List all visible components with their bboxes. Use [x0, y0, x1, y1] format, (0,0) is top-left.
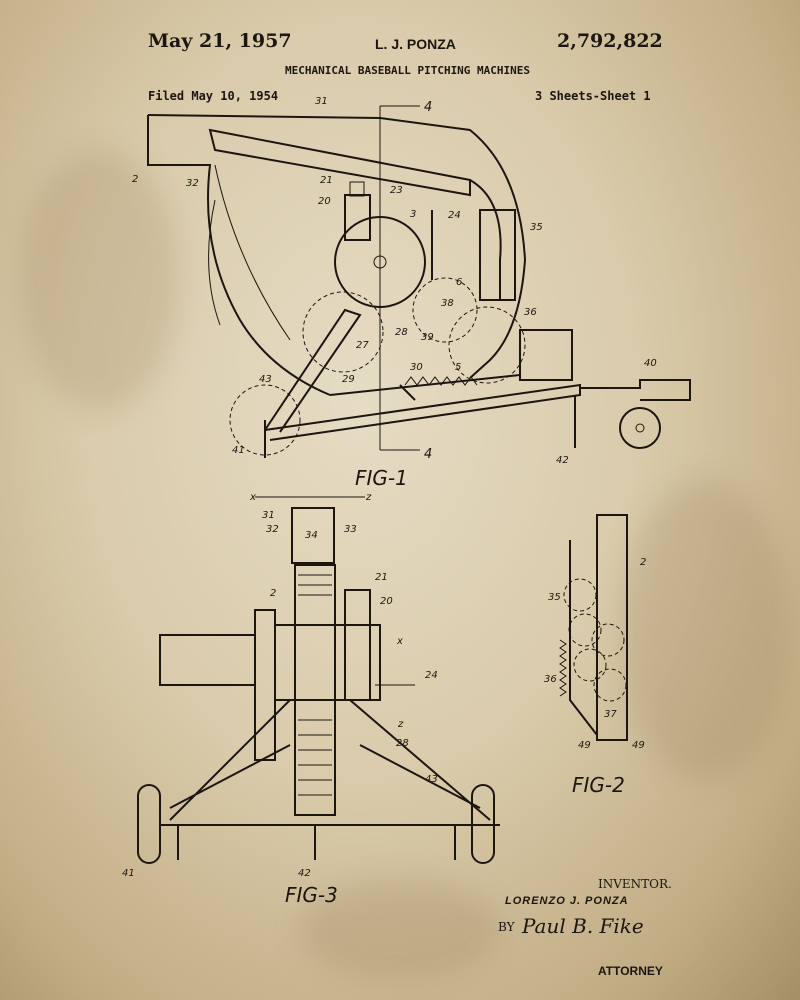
reference-numeral: 34 — [305, 530, 318, 541]
reference-numeral: 3 — [410, 209, 416, 220]
reference-numeral: 4 — [424, 447, 432, 462]
reference-numeral: z — [365, 492, 372, 503]
reference-numeral: 21 — [375, 572, 388, 583]
reference-numeral: x — [396, 636, 403, 647]
patent-number: 2,792,822 — [557, 30, 663, 52]
reference-numeral: 23 — [390, 185, 403, 196]
fig-3-drawing — [137, 496, 500, 864]
reference-numeral: 27 — [356, 340, 369, 351]
fig-1-drawing — [147, 105, 691, 458]
reference-numeral: 33 — [344, 524, 357, 535]
reference-numeral: 49 — [632, 740, 645, 751]
fig-1-label: FIG-1 — [355, 466, 408, 490]
reference-numeral: 38 — [441, 298, 454, 309]
fig-3-label: FIG-3 — [285, 883, 338, 907]
paper-stain — [20, 150, 180, 410]
inventor-label: INVENTOR. — [598, 877, 672, 891]
attorney-signature: Paul B. Fike — [522, 914, 644, 938]
reference-numeral: 20 — [380, 596, 393, 607]
filed-date: Filed May 10, 1954 — [148, 89, 279, 103]
fig-2-reference-numerals: 2 35 36 37 49 49 FIG-2 — [544, 557, 646, 797]
reference-numeral: 28 — [396, 738, 409, 749]
reference-numeral: 42 — [556, 455, 569, 466]
reference-numeral: 4 — [424, 100, 432, 115]
reference-numeral: 30 — [410, 362, 423, 373]
reference-numeral: 41 — [122, 868, 135, 879]
reference-numeral: 32 — [266, 524, 279, 535]
reference-numeral: 5 — [455, 362, 461, 373]
by-label: BY — [498, 920, 515, 934]
reference-numeral: 24 — [448, 210, 461, 221]
reference-numeral: 31 — [262, 510, 275, 521]
reference-numeral: 43 — [259, 374, 272, 385]
patent-date: May 21, 1957 — [148, 30, 292, 52]
reference-numeral: 35 — [530, 222, 543, 233]
inventor-short: L. J. PONZA — [375, 36, 456, 52]
reference-numeral: 36 — [524, 307, 537, 318]
reference-numeral: 24 — [425, 670, 438, 681]
reference-numeral: 21 — [320, 175, 333, 186]
sheet-count: 3 Sheets-Sheet 1 — [535, 89, 651, 103]
attorney-label: ATTORNEY — [598, 964, 663, 978]
paper-stain — [620, 480, 790, 780]
reference-numeral: 49 — [578, 740, 591, 751]
reference-numeral: 2 — [270, 588, 276, 599]
fig-2-label: FIG-2 — [572, 773, 625, 797]
reference-numeral: 2 — [640, 557, 646, 568]
reference-numeral: 36 — [544, 674, 557, 685]
reference-numeral: 20 — [318, 196, 331, 207]
reference-numeral: z — [397, 719, 404, 730]
paper-stain — [300, 880, 500, 980]
reference-numeral: 37 — [604, 709, 617, 720]
fig-3-reference-numerals: 31 32 34 33 2 21 20 24 28 43 41 42 x z x… — [122, 492, 438, 907]
fig-2-drawing — [559, 514, 628, 741]
inventor-name: LORENZO J. PONZA — [505, 895, 629, 907]
reference-numeral: 31 — [315, 96, 328, 107]
reference-numeral: 32 — [186, 178, 199, 189]
reference-numeral: 35 — [548, 592, 561, 603]
reference-numeral: 2 — [132, 174, 138, 185]
reference-numeral: 41 — [232, 445, 245, 456]
fig-1-reference-numerals: 31 4 2 32 21 23 20 3 24 35 6 38 39 36 28… — [132, 96, 657, 490]
patent-title: MECHANICAL BASEBALL PITCHING MACHINES — [285, 64, 531, 77]
reference-numeral: 39 — [421, 332, 434, 343]
reference-numeral: 43 — [425, 774, 438, 785]
reference-numeral: x — [249, 492, 256, 503]
reference-numeral: 29 — [342, 374, 355, 385]
reference-numeral: 28 — [395, 327, 408, 338]
reference-numeral: 42 — [298, 868, 311, 879]
reference-numeral: 6 — [456, 277, 462, 288]
reference-numeral: 40 — [644, 358, 657, 369]
